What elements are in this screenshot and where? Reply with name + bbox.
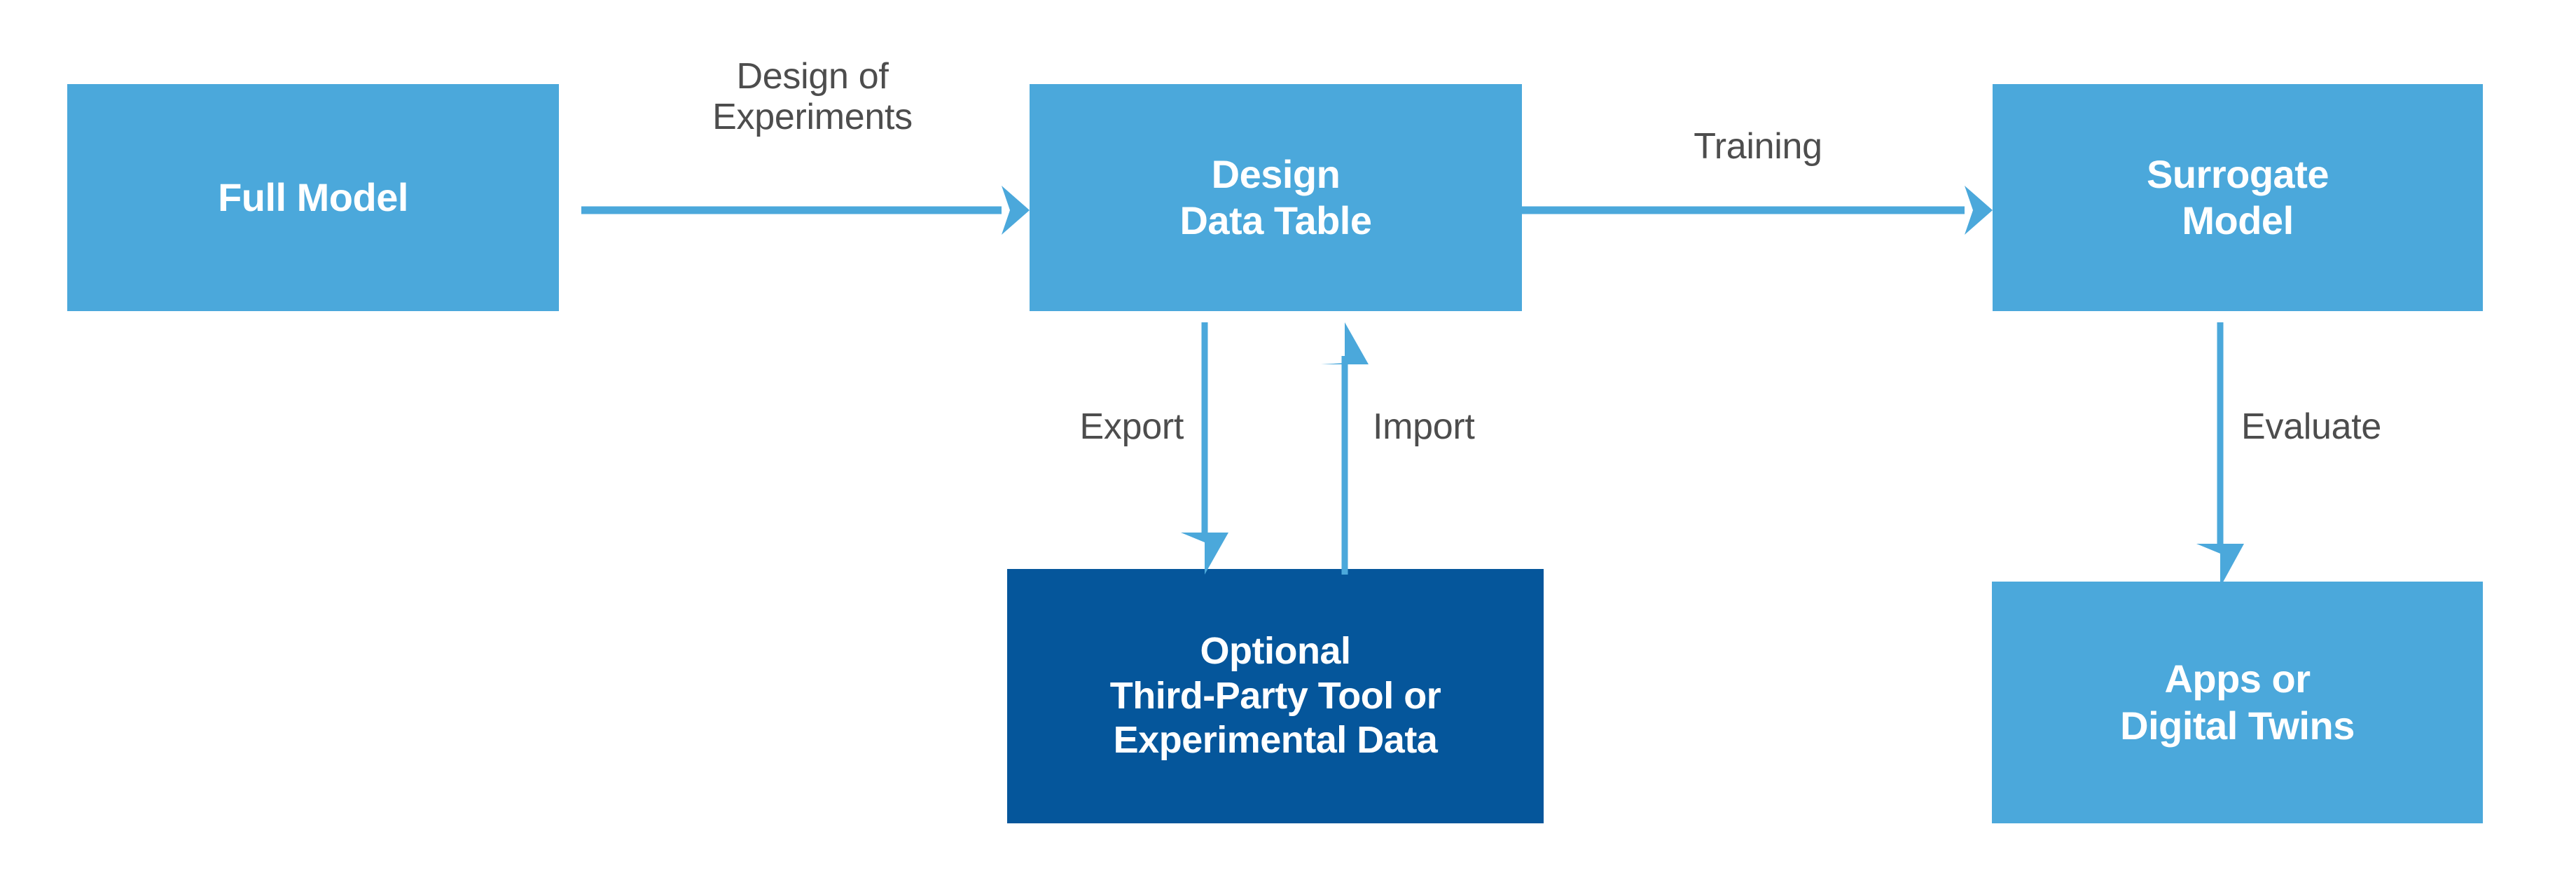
node-surrogate-model[interactable]: Surrogate Model <box>1993 84 2483 311</box>
edge-label-design-of-experiments: Design of Experiments <box>712 56 913 138</box>
node-design-data-table-label: Design Data Table <box>1179 151 1372 242</box>
edge-label-training: Training <box>1694 126 1822 167</box>
node-design-data-table[interactable]: Design Data Table <box>1030 84 1522 311</box>
edge-label-import: Import <box>1373 406 1475 447</box>
edge-label-export: Export <box>1079 406 1184 447</box>
node-full-model[interactable]: Full Model <box>67 84 559 311</box>
node-apps-or-digital-twins[interactable]: Apps or Digital Twins <box>1992 582 2483 823</box>
arrow-design-of-experiments <box>581 186 1030 235</box>
arrow-evaluate <box>2196 322 2244 587</box>
arrow-export <box>1181 322 1228 575</box>
node-apps-or-digital-twins-label: Apps or Digital Twins <box>2120 657 2355 748</box>
node-optional-third-party-tool-label: Optional Third-Party Tool or Experimenta… <box>1109 629 1441 762</box>
node-full-model-label: Full Model <box>218 174 408 219</box>
arrow-import <box>1321 322 1369 575</box>
arrow-training <box>1522 186 1993 235</box>
node-optional-third-party-tool[interactable]: Optional Third-Party Tool or Experimenta… <box>1007 569 1544 823</box>
node-surrogate-model-label: Surrogate Model <box>2147 151 2329 242</box>
edge-label-evaluate: Evaluate <box>2241 406 2381 447</box>
